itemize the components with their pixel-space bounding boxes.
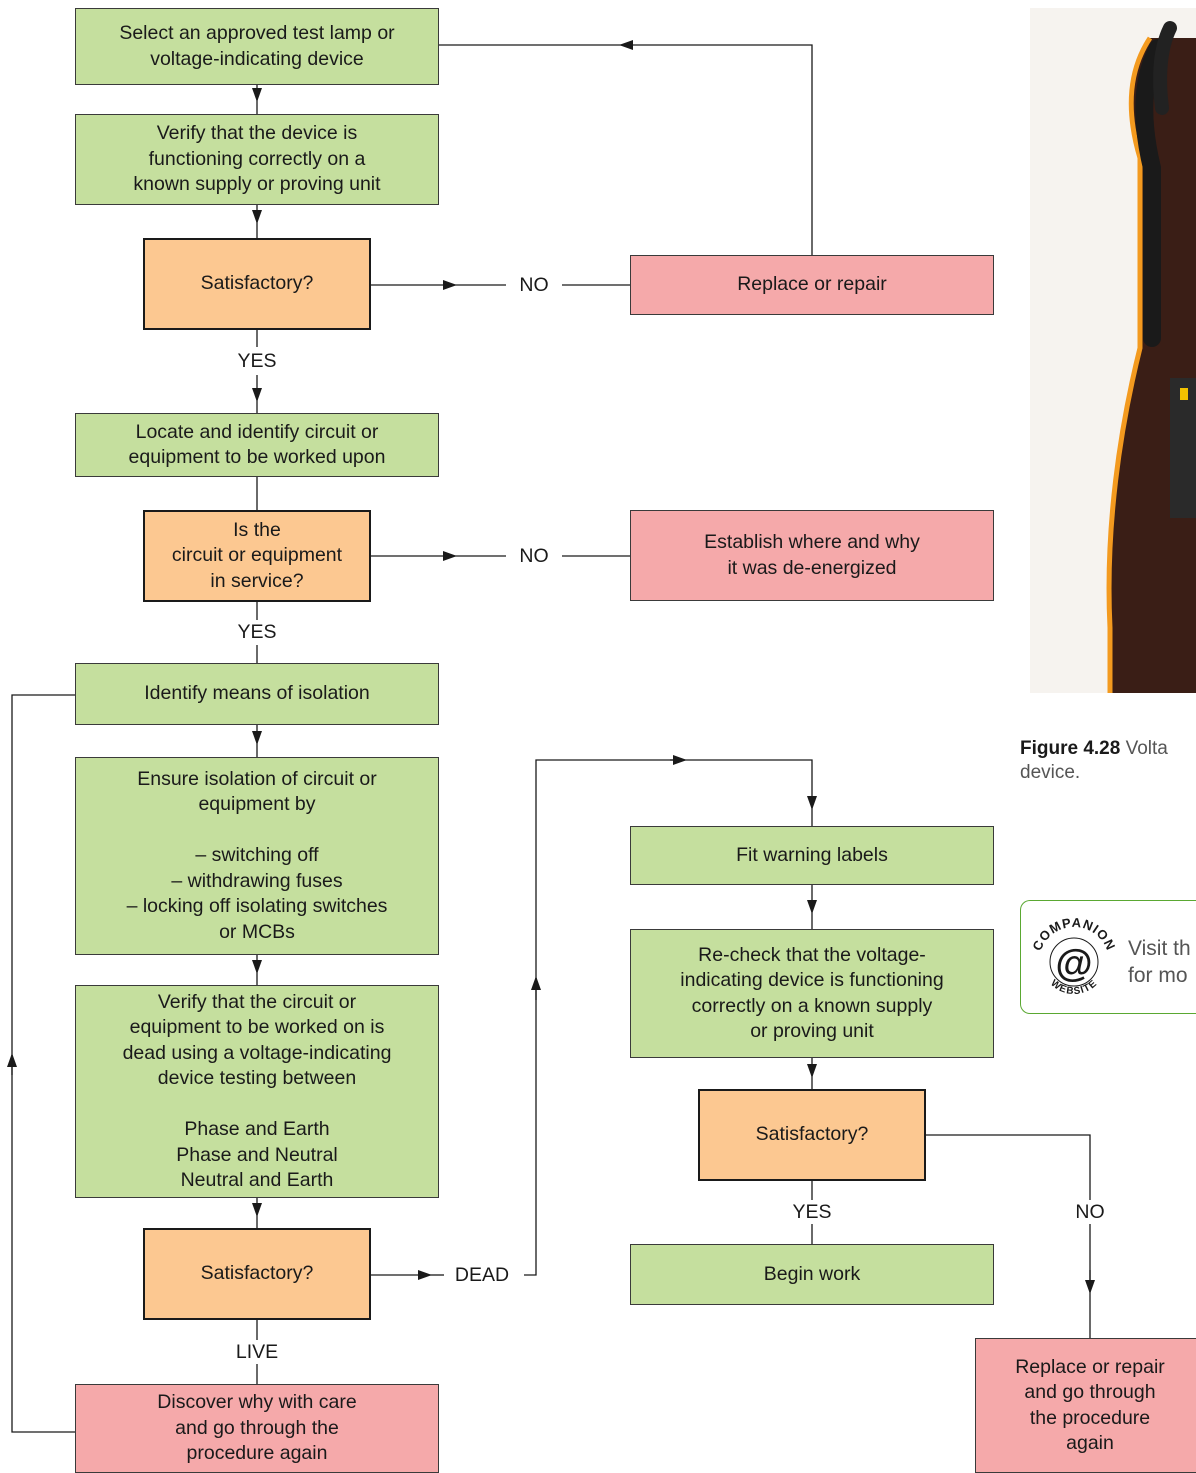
dead-label: DEAD: [450, 1264, 514, 1286]
no-label-3: NO: [1071, 1201, 1109, 1223]
recheck-device-step: Re-check that the voltage- indicating de…: [630, 929, 994, 1058]
figure-caption: Figure 4.28 Volta: [1020, 738, 1168, 760]
yes-label-3: YES: [788, 1201, 836, 1223]
companion-website-text: Visit th for mo: [1128, 937, 1191, 987]
verify-device-step: Verify that the device is functioning co…: [75, 114, 439, 205]
verify-dead-step: Verify that the circuit or equipment to …: [75, 985, 439, 1198]
identify-isolation-step: Identify means of isolation: [75, 663, 439, 725]
ensure-isolation-step: Ensure isolation of circuit or equipment…: [75, 757, 439, 955]
discover-why-step: Discover why with care and go through th…: [75, 1384, 439, 1473]
live-label: LIVE: [231, 1341, 283, 1363]
figure-caption-line2: device.: [1020, 762, 1081, 783]
replace-or-repair-step: Replace or repair: [630, 255, 994, 315]
in-service-decision: Is the circuit or equipment in service?: [143, 510, 371, 602]
satisfactory-decision-3: Satisfactory?: [143, 1228, 371, 1320]
figure-number: Figure 4.28: [1020, 738, 1121, 759]
fit-warning-labels-step: Fit warning labels: [630, 826, 994, 885]
yes-label-2: YES: [233, 621, 281, 643]
satisfactory-decision-1: Satisfactory?: [143, 238, 371, 330]
establish-de-energized-step: Establish where and why it was de-energi…: [630, 510, 994, 601]
select-device-step: Select an approved test lamp or voltage-…: [75, 8, 439, 85]
locate-circuit-step: Locate and identify circuit or equipment…: [75, 413, 439, 477]
voltage-indicator-photo: [1030, 8, 1196, 693]
companion-website-box: [1020, 900, 1196, 1014]
yes-label-1: YES: [233, 350, 281, 372]
begin-work-step: Begin work: [630, 1244, 994, 1305]
satisfactory-decision-4: Satisfactory?: [698, 1089, 926, 1181]
companion-website-icon: @ COMPANION WEBSITE: [1029, 915, 1117, 998]
replace-and-repeat-step: Replace or repair and go through the pro…: [975, 1338, 1196, 1473]
no-label-1: NO: [515, 274, 553, 296]
svg-text:@: @: [1055, 943, 1092, 985]
no-label-2: NO: [515, 545, 553, 567]
figure-caption-text: Volta: [1125, 738, 1168, 759]
